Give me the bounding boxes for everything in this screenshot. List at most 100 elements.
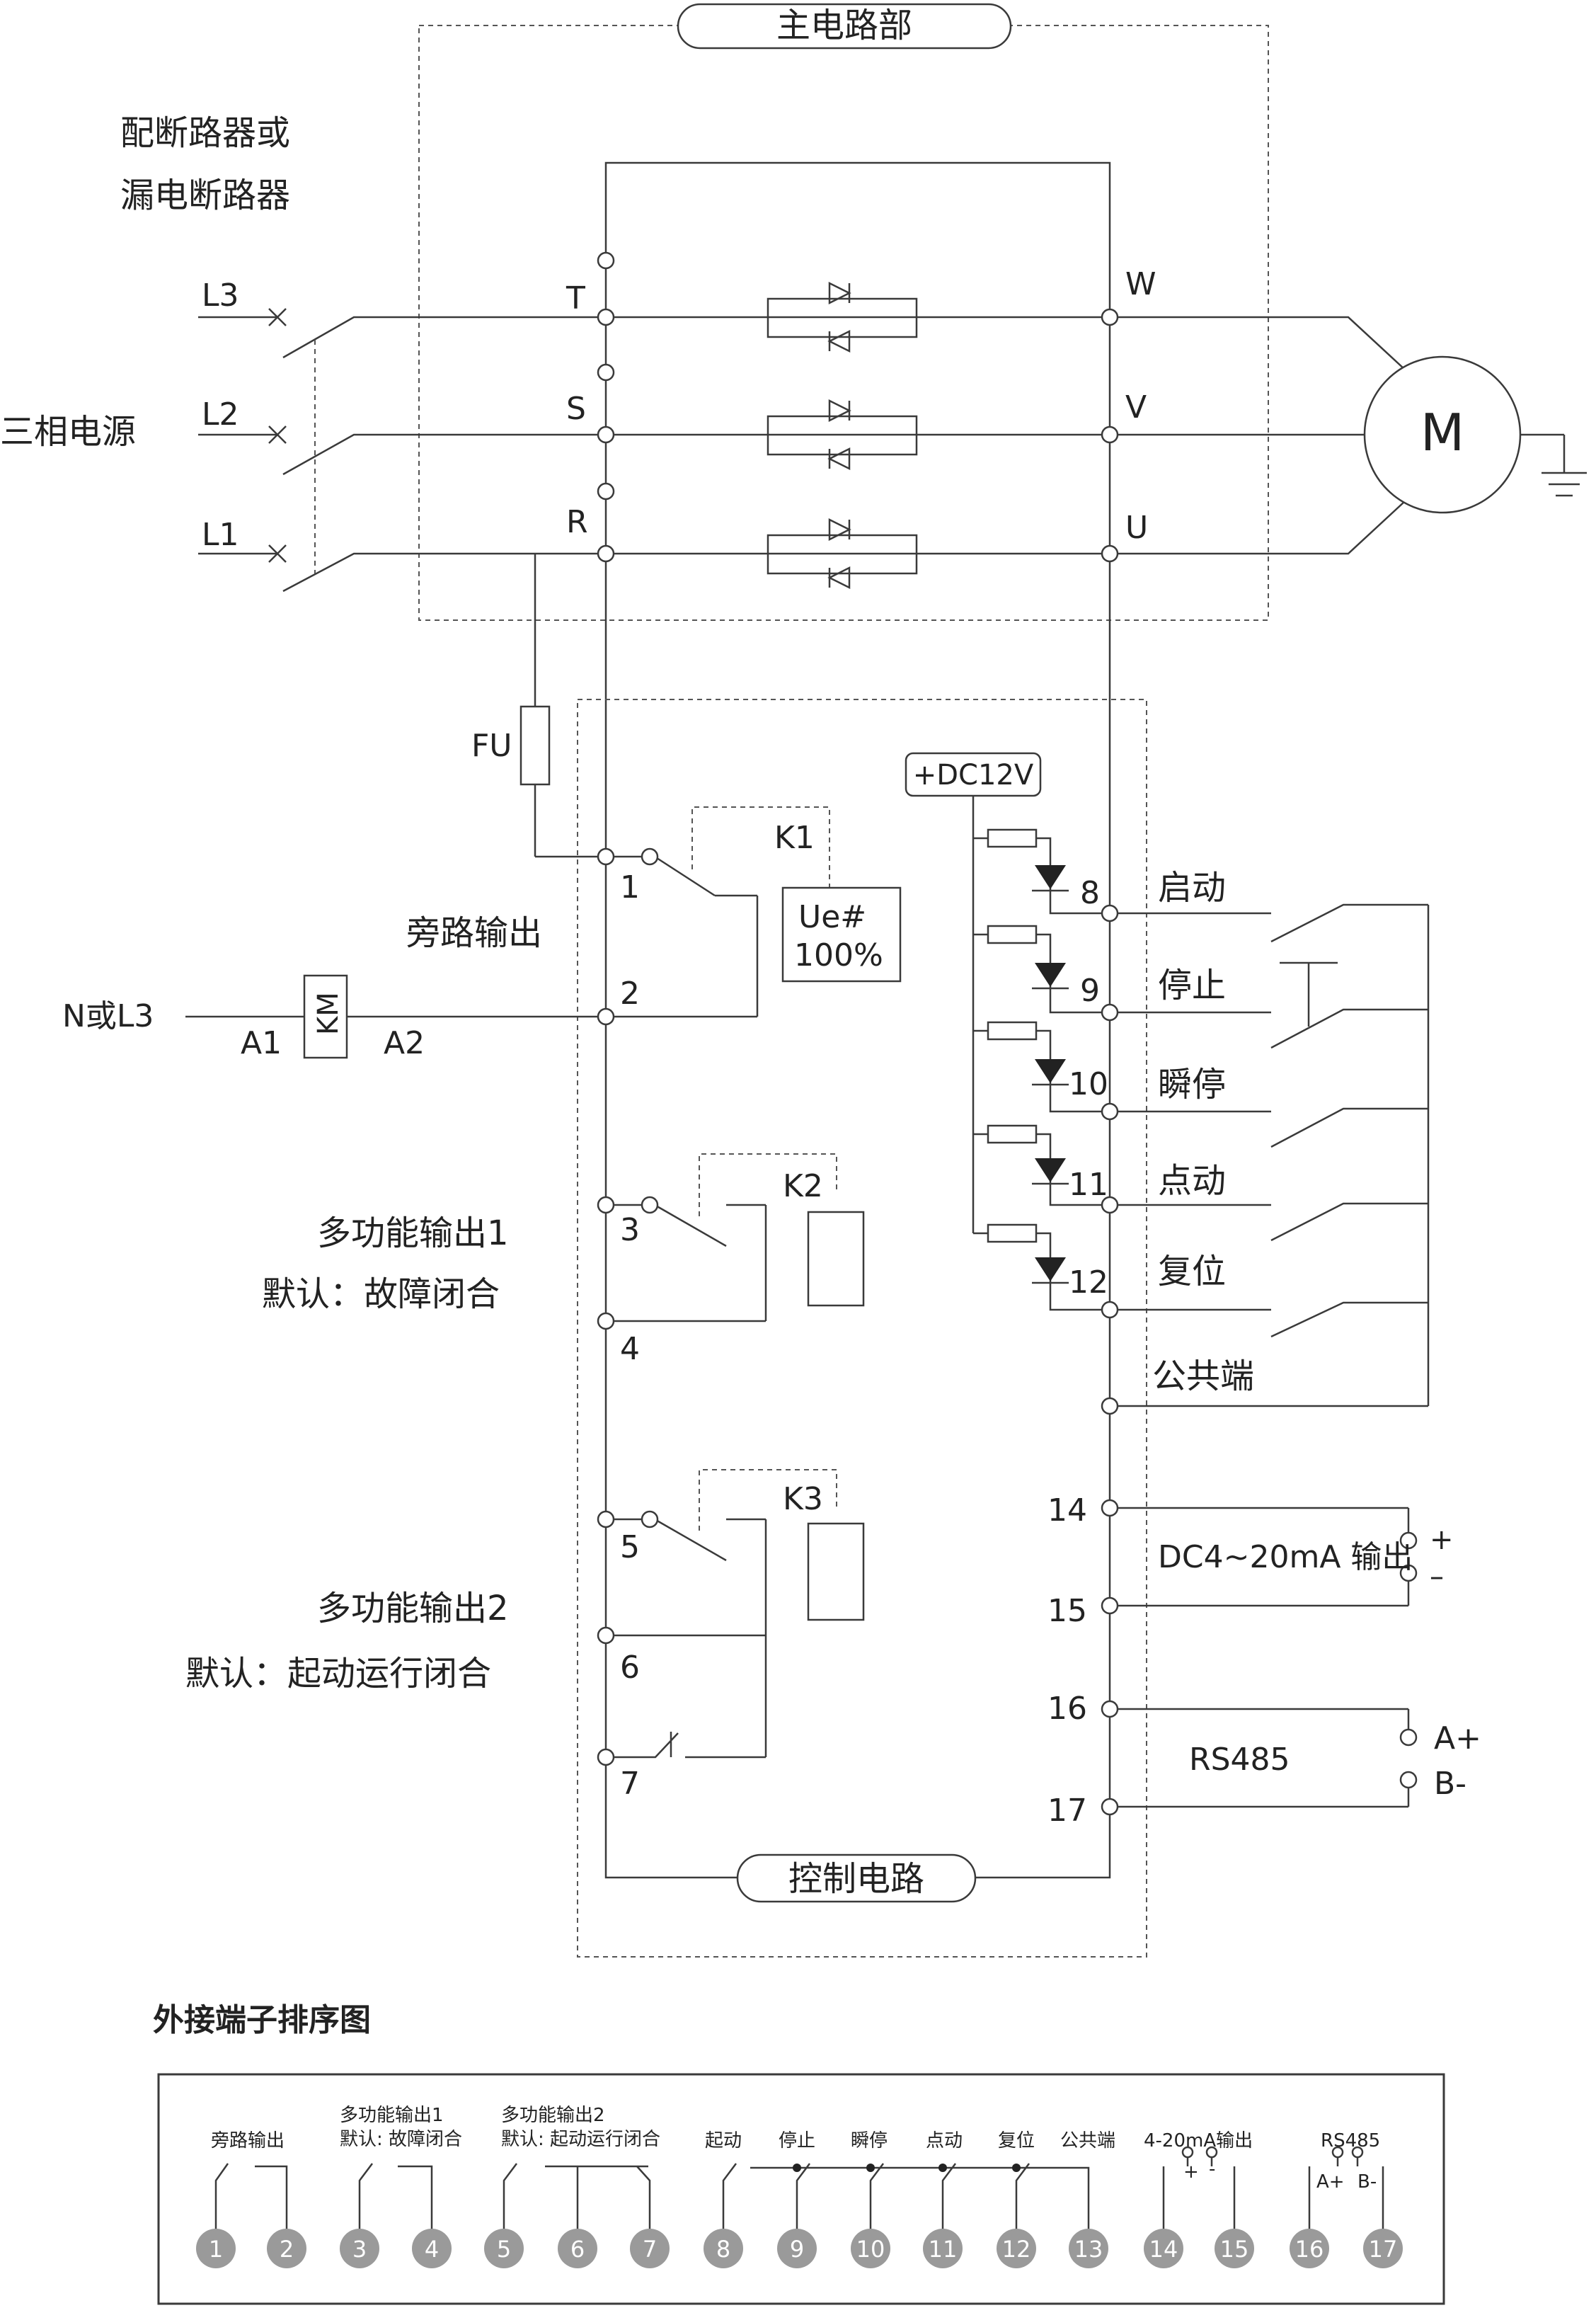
left-control-terminals	[597, 847, 615, 1766]
main-circuit-title: 主电路部	[776, 6, 912, 45]
strip-terminal-number: 13	[1074, 2236, 1103, 2263]
strip-terminal-number: 11	[929, 2236, 958, 2263]
terminal-num-16: 16	[1047, 1691, 1087, 1727]
terminal-num-2: 2	[620, 976, 640, 1012]
strip-terminal-6	[558, 2229, 597, 2268]
strip-terminal-1	[196, 2229, 236, 2268]
rs485-b-terminal	[1399, 1771, 1418, 1789]
analog-plus-terminal	[1399, 1531, 1418, 1550]
strip-label-mf1-line2: 默认: 故障闭合	[340, 2129, 462, 2150]
strip-terminal-17	[1363, 2229, 1403, 2268]
strip-label-analog-minus: -	[1209, 2159, 1215, 2180]
ue-line1: Ue#	[798, 899, 866, 935]
control-bus-loop	[604, 161, 1111, 1879]
a1-label: A1	[241, 1025, 282, 1061]
strip-terminal-number: 15	[1220, 2236, 1249, 2263]
strip-label-analog-plus: +	[1183, 2161, 1199, 2183]
k1-contact-point	[641, 847, 659, 866]
k3-label: K3	[783, 1481, 823, 1517]
strip-terminal-15	[1215, 2229, 1254, 2268]
incoming-phase-lines	[198, 308, 609, 593]
motor-label: M	[1420, 403, 1464, 462]
terminal-num-1: 1	[620, 869, 640, 905]
terminal-num-10: 10	[1069, 1066, 1108, 1102]
analog-minus-terminal	[1399, 1564, 1418, 1582]
strip-terminal-number: 14	[1149, 2236, 1178, 2263]
terminal-label-s: S	[566, 391, 586, 427]
strip-terminal-5	[484, 2229, 524, 2268]
analog-output-wiring	[1110, 1507, 1410, 1607]
analog-minus-label: –	[1430, 1560, 1444, 1593]
phase-label-l2: L2	[202, 396, 239, 433]
rs485-b-label: B-	[1434, 1766, 1466, 1802]
motor-symbol	[1363, 355, 1522, 514]
strip-label-analog: 4-20mA输出	[1144, 2130, 1253, 2152]
analog-output-label: DC4~20mA 输出	[1158, 1539, 1413, 1575]
rs485-label: RS485	[1189, 1742, 1290, 1778]
strip-terminal-number: 10	[856, 2236, 885, 2263]
terminal-num-14: 14	[1047, 1492, 1087, 1528]
k2-relay-contact	[606, 1153, 837, 1322]
terminal-num-4: 4	[620, 1331, 640, 1367]
strip-terminal-12	[997, 2229, 1036, 2268]
strip-terminal-number: 8	[716, 2236, 730, 2263]
terminal-num-8: 8	[1080, 875, 1100, 911]
k3-contact-point	[641, 1510, 659, 1528]
km-coil	[303, 974, 348, 1059]
right-control-terminals	[1101, 904, 1119, 1816]
main-terminals	[597, 251, 1119, 563]
terminal-strip-wiring	[214, 2158, 1384, 2230]
strip-terminal-number: 9	[790, 2236, 804, 2263]
strip-label-rs485: RS485	[1321, 2130, 1380, 2152]
thyristor-module-u	[606, 518, 1110, 590]
strip-terminal-2	[267, 2229, 306, 2268]
ue-setting-box	[781, 886, 902, 983]
rs485-a-label: A+	[1434, 1720, 1481, 1756]
strip-label-a-plus: A+	[1316, 2171, 1345, 2193]
input-label-reset: 复位	[1158, 1252, 1226, 1291]
strip-terminal-8	[704, 2229, 743, 2268]
strip-label-mf2-line2: 默认: 起动运行闭合	[501, 2129, 660, 2150]
input-label-common: 公共端	[1152, 1356, 1254, 1396]
terminal-label-w: W	[1125, 266, 1156, 302]
motor-wiring	[1110, 316, 1587, 555]
control-circuit-title-box	[736, 1853, 977, 1903]
strip-label-mf1-line1: 多功能输出1	[340, 2105, 444, 2126]
terminal-num-15: 15	[1047, 1593, 1087, 1629]
strip-terminal-16	[1290, 2229, 1329, 2268]
input-label-instant-stop: 瞬停	[1158, 1065, 1226, 1104]
rs485-wiring	[1110, 1708, 1410, 1808]
strip-label-b-minus: B-	[1357, 2171, 1377, 2193]
terminal-label-r: R	[566, 504, 588, 540]
terminal-strip-title: 外接端子排序图	[153, 2002, 371, 2038]
terminal-num-17: 17	[1047, 1793, 1087, 1829]
breaker-label-line1: 配断路器或	[120, 113, 290, 153]
n-or-l3-label: N或L3	[62, 998, 154, 1034]
mf1-label-line2: 默认：故障闭合	[262, 1274, 500, 1314]
fuse-symbol	[519, 705, 551, 786]
control-circuit-boundary	[577, 699, 1147, 1958]
dc12v-label: +DC12V	[913, 759, 1034, 792]
fuse-label: FU	[471, 728, 512, 764]
strip-terminal-10	[851, 2229, 890, 2268]
input-label-stop: 停止	[1158, 966, 1226, 1005]
terminal-num-6: 6	[620, 1650, 640, 1686]
strip-terminal-number: 5	[497, 2236, 511, 2263]
terminal-num-5: 5	[620, 1529, 640, 1565]
k3-relay-contact	[606, 1469, 837, 1759]
input-indicator-diodes	[1032, 865, 1069, 1284]
terminal-label-v: V	[1125, 389, 1147, 425]
strip-terminal-4	[412, 2229, 452, 2268]
strip-terminal-number: 2	[280, 2236, 294, 2263]
mf1-label-line1: 多功能输出1	[317, 1213, 509, 1253]
rs485-a-terminal	[1399, 1728, 1418, 1747]
terminal-label-u: U	[1125, 510, 1148, 546]
strip-label-stop: 停止	[779, 2130, 815, 2152]
strip-label-start: 起动	[705, 2130, 742, 2152]
strip-terminal-number: 17	[1369, 2236, 1398, 2263]
analog-plus-label: +	[1430, 1524, 1454, 1556]
terminal-num-7: 7	[620, 1766, 640, 1802]
strip-label-reset: 复位	[998, 2130, 1035, 2152]
